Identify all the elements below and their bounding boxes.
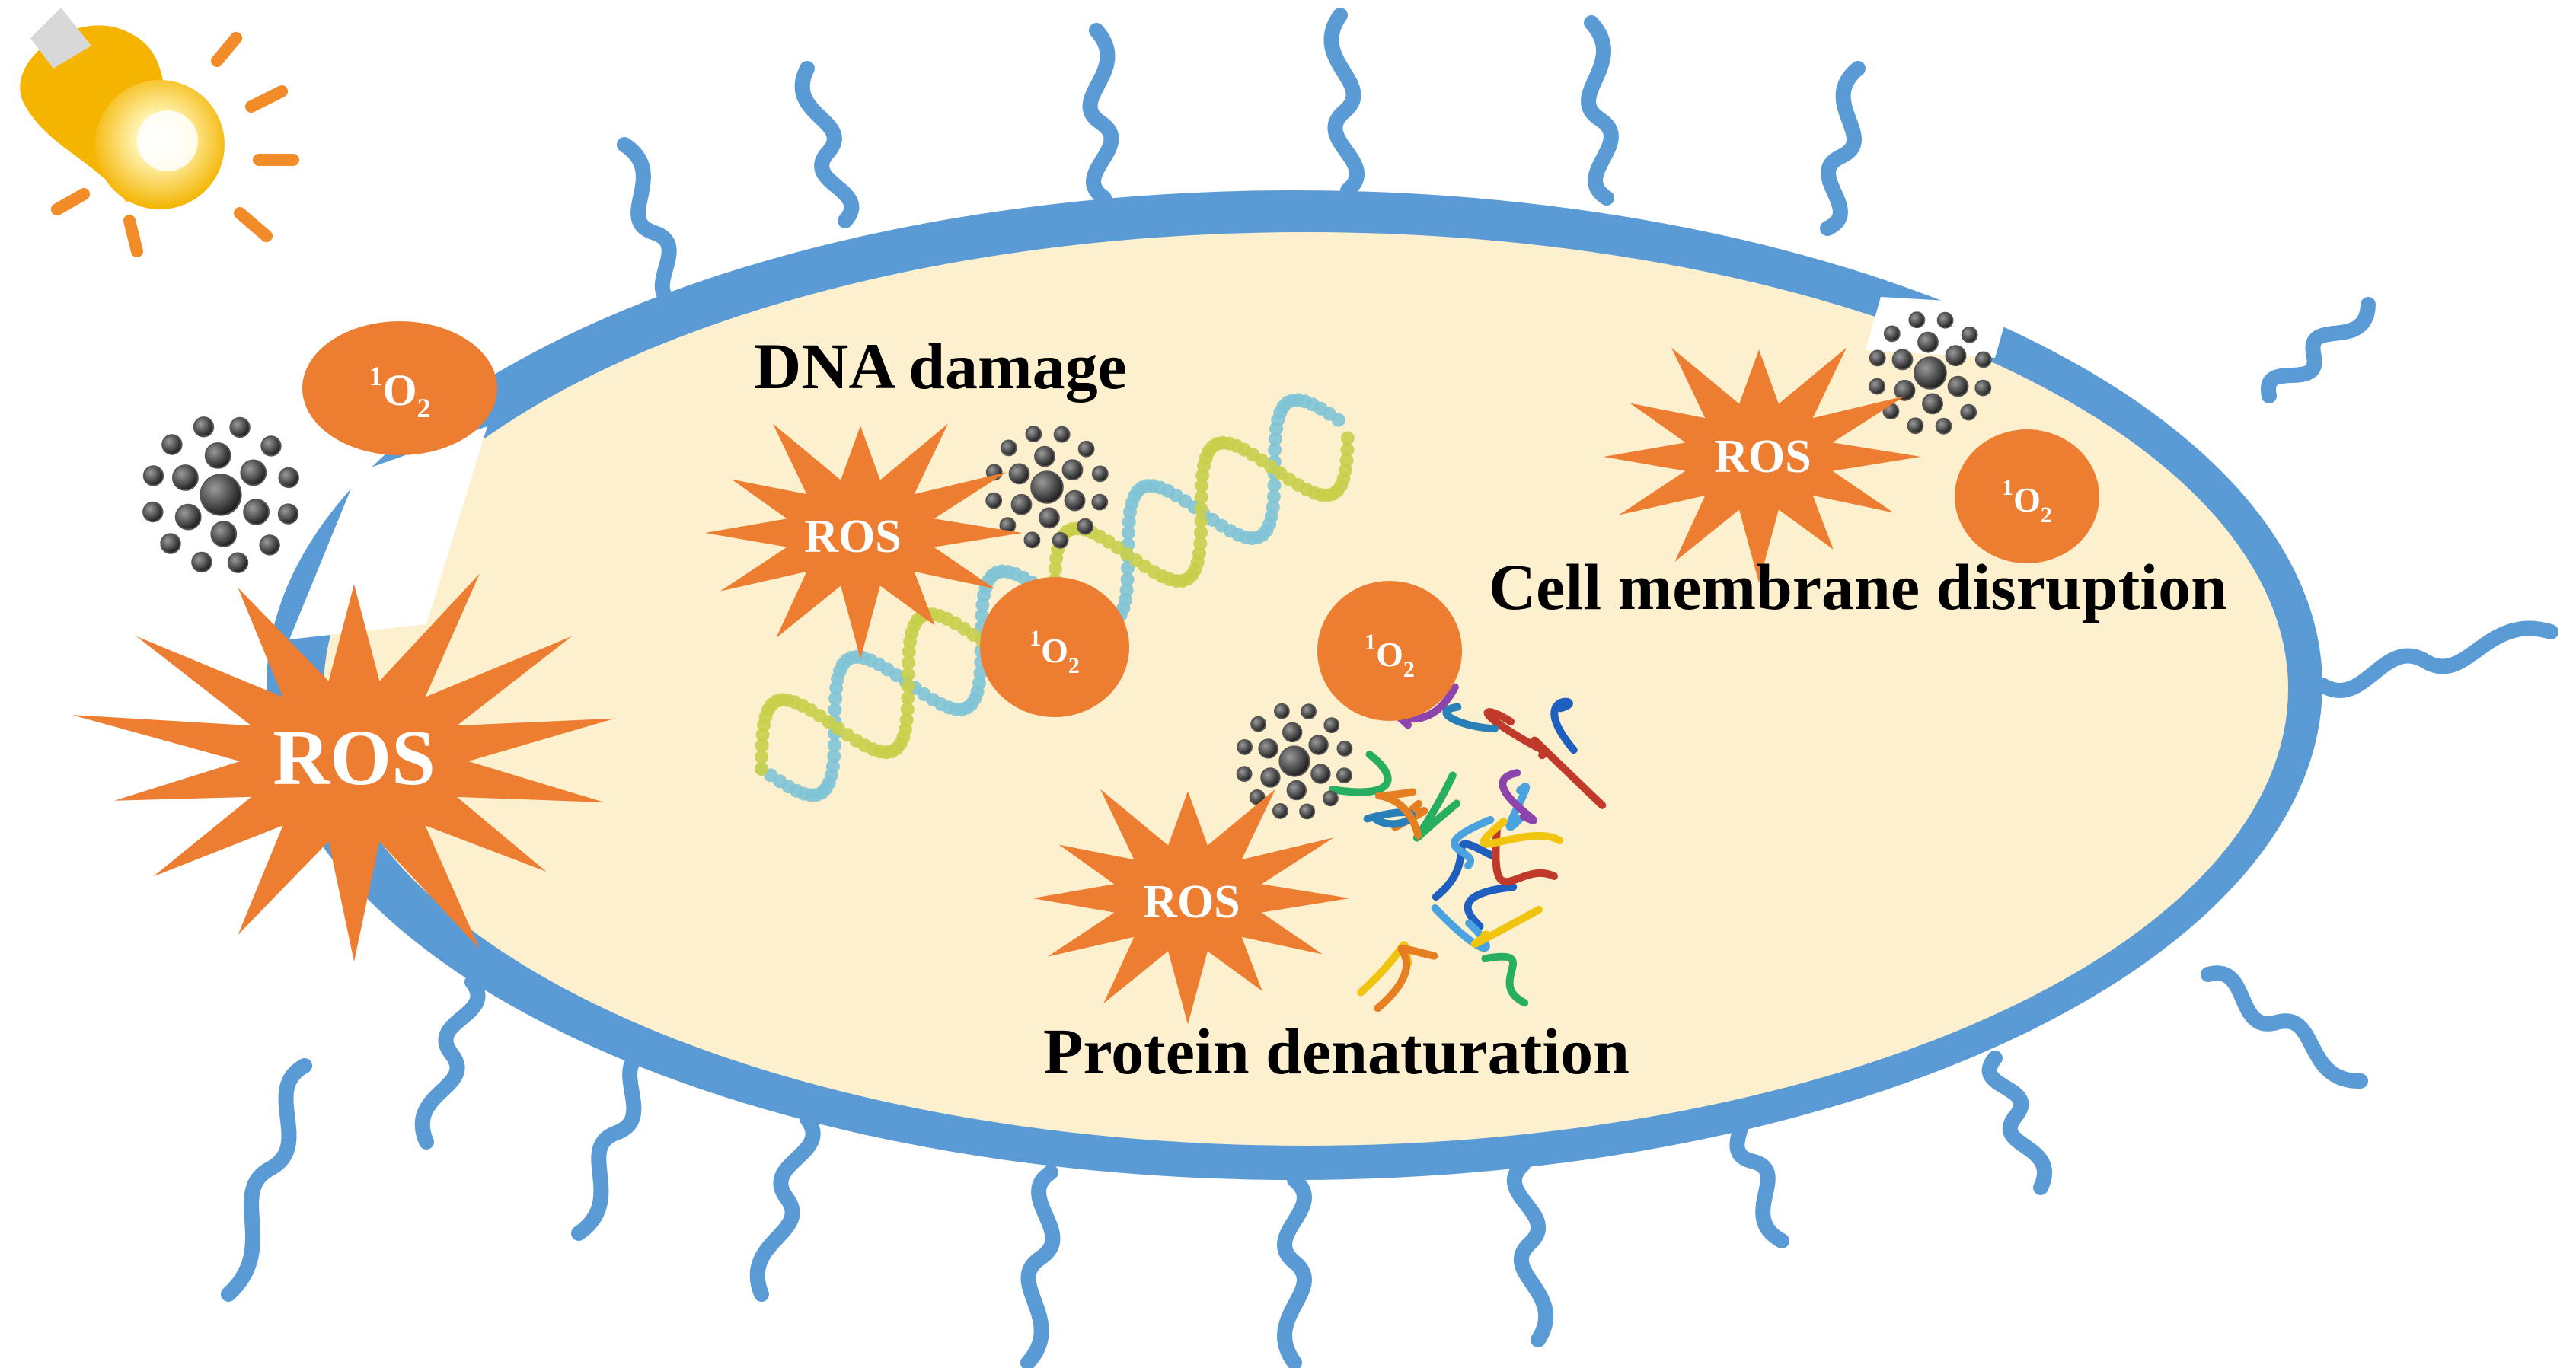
fullerene-icon	[1236, 703, 1353, 820]
ros-label: ROS	[804, 511, 901, 563]
flagellum	[2201, 965, 2368, 1089]
svg-text:1O2: 1O2	[1365, 630, 1415, 682]
flagellum	[1277, 1172, 1312, 1368]
singlet-oxygen-badge: 1O2	[1317, 581, 1462, 721]
ros-label: ROS	[273, 714, 436, 802]
singlet-oxygen-badge: 1O2	[980, 577, 1129, 717]
flagellum	[1981, 1051, 2053, 1195]
flagellum	[749, 1111, 821, 1302]
membrane-disruption-label: Cell membrane disruption	[1489, 550, 2227, 623]
ros-burst-large: ROS	[72, 573, 615, 962]
fullerene-icon	[142, 416, 299, 573]
flagellum	[414, 974, 486, 1150]
fullerene-icon	[985, 426, 1109, 549]
fullerene-group	[142, 311, 1992, 820]
flagellum	[2261, 297, 2376, 403]
ros-label: ROS	[1143, 876, 1240, 928]
fullerene-icon	[1869, 311, 1992, 435]
flagellum	[221, 1058, 312, 1302]
ros-burst-membrane: ROS	[1603, 347, 1921, 583]
protein-ribbon-icon	[1328, 683, 1607, 1012]
flagellum	[1323, 8, 1365, 198]
svg-text:1O2: 1O2	[1029, 626, 1080, 678]
flagellum	[1506, 1157, 1554, 1347]
flagellum	[571, 1043, 655, 1241]
flagella	[221, 8, 2558, 1368]
membrane-breach-right	[1866, 297, 2010, 358]
singlet-oxygen-badge: 1O2	[302, 321, 497, 455]
ros-burst-dna: ROS	[704, 423, 1023, 659]
dna-damage-label: DNA damage	[754, 330, 1127, 403]
flagellum	[1581, 15, 1619, 206]
flagellum	[1820, 61, 1866, 236]
flagellum	[794, 61, 860, 228]
svg-text:1O2: 1O2	[2002, 475, 2052, 528]
cytoplasm	[324, 232, 2288, 1146]
svg-text:1O2: 1O2	[369, 361, 430, 423]
flagellum	[1020, 1165, 1061, 1368]
membrane-breach-left	[289, 426, 487, 639]
flagellum	[1082, 23, 1119, 206]
singlet-oxygen-badge: 1O2	[1955, 429, 2099, 563]
ros-burst-protein: ROS	[1032, 789, 1350, 1025]
protein-denaturation-label: Protein denaturation	[1043, 1015, 1630, 1088]
ros-label: ROS	[1714, 431, 1811, 483]
flagellum	[617, 137, 685, 312]
light-bulb-icon	[20, 8, 299, 257]
flagellum	[2315, 620, 2558, 698]
